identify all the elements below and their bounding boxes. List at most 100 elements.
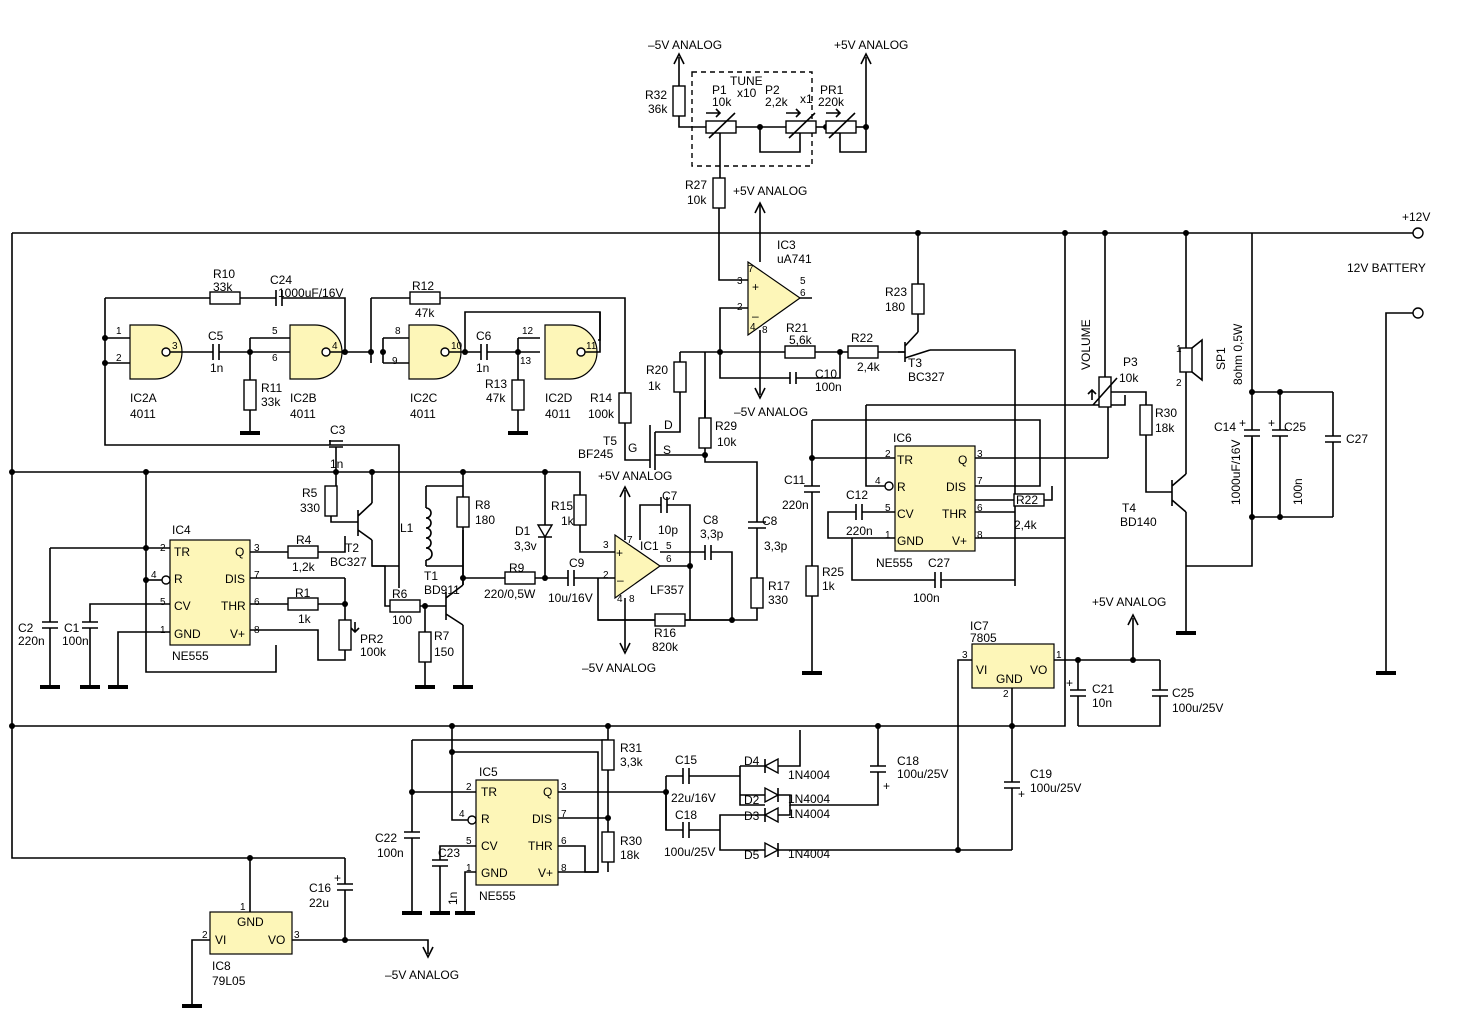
- IC6-pin4: 4: [875, 476, 881, 487]
- IC2B-pin6: 6: [272, 353, 278, 364]
- R16-value: 820k: [652, 640, 679, 654]
- C11-value: 100n: [815, 380, 842, 394]
- C25-label: C25: [1172, 686, 1194, 700]
- IC2A-pin1: 1: [116, 326, 122, 337]
- IC7-pin2: 2: [1003, 689, 1009, 700]
- R21-ref: R23: [885, 285, 907, 299]
- T4-symbol: [1171, 473, 1187, 513]
- IC7-vi: VI: [976, 663, 987, 677]
- IC8-body: [209, 911, 293, 955]
- IC4-dis: DIS: [225, 572, 245, 586]
- C7-value: 10p: [658, 523, 678, 537]
- IC1-pin4: 4: [617, 594, 623, 605]
- C9-ref: C9: [569, 556, 585, 570]
- C9-value: 10u/16V: [548, 591, 593, 605]
- D5-ref: D5: [744, 848, 760, 862]
- D5-value: 1N4004: [788, 847, 830, 861]
- IC5-vp: V+: [538, 866, 553, 880]
- t5-stage: R20 1k D S G T5 BF245 R29 10k C8 3,3p R1…: [578, 352, 790, 621]
- IC3-ref: IC3: [777, 238, 796, 252]
- C14-plus: +: [1239, 416, 1246, 430]
- C1-ref: C1: [64, 621, 80, 635]
- C19-value: 100u/25V: [1030, 781, 1081, 795]
- R32-ref: R32: [645, 88, 667, 102]
- R11-ref: R11: [261, 381, 282, 395]
- IC4-r: R: [174, 572, 183, 586]
- label-m5v-top: –5V ANALOG: [648, 38, 722, 52]
- C21-value: 100n: [377, 846, 404, 860]
- C13-value: 220n: [846, 524, 873, 538]
- C8-val: 3,3p: [700, 527, 724, 541]
- IC4-part: NE555: [172, 649, 209, 663]
- C24-plus: +: [1268, 416, 1275, 430]
- IC3-pin6: 6: [800, 288, 806, 299]
- R9-ref: R9: [509, 561, 525, 575]
- PR1-value: 220k: [818, 95, 845, 109]
- R21-value: 180: [885, 300, 905, 314]
- IC6-body: [894, 445, 976, 552]
- IC6-ref: IC6: [893, 431, 912, 445]
- R25: [1139, 404, 1153, 436]
- SP1: [1179, 347, 1193, 373]
- C17-value: 100u/25V: [664, 845, 715, 859]
- D2: [764, 786, 780, 804]
- IC1-pin5: 5: [666, 541, 672, 552]
- IC5-pin7: 7: [561, 809, 567, 820]
- D4: [763, 757, 779, 775]
- output-stage: VOLUME P3 10k R30 18k T4 BD140 1 2 SP1 8…: [1079, 230, 1368, 635]
- IC3-pin4: 4: [750, 322, 756, 333]
- IC1-ref: IC1: [640, 539, 659, 553]
- R27: [712, 177, 726, 209]
- label-m5v-ic3: –5V ANALOG: [734, 405, 808, 419]
- PR2-value: 100k: [360, 645, 387, 659]
- C20-ref: C21: [1092, 682, 1114, 696]
- tune-label: TUNE: [730, 74, 763, 88]
- R4-ref: R4: [296, 533, 312, 547]
- C18-label: C18: [897, 754, 919, 768]
- R31-value: 3,3k: [620, 755, 644, 769]
- IC6-q: Q: [958, 453, 967, 467]
- IC8-ref: IC8: [212, 959, 231, 973]
- T3-base: [898, 342, 906, 362]
- C18-plus: +: [883, 779, 890, 793]
- label-battery: 12V BATTERY: [1347, 261, 1426, 275]
- C16-ref: C16: [309, 881, 331, 895]
- IC5-tr: TR: [481, 785, 497, 799]
- R30-val: 18k: [620, 848, 640, 862]
- IC6-cv: CV: [897, 507, 914, 521]
- IC2A-ref: IC2A: [130, 391, 157, 405]
- IC5-pin4: 4: [459, 809, 465, 820]
- C22-value: 1n: [446, 892, 460, 905]
- IC2B-body: [289, 324, 343, 380]
- R14: [618, 392, 632, 424]
- IC2D-body: [544, 324, 598, 380]
- t3-stage: R23 180 T3 BC327: [885, 230, 1016, 586]
- R7-ref: R7: [434, 629, 450, 643]
- R17-value: 330: [768, 593, 788, 607]
- IC5-ref: IC5: [479, 765, 498, 779]
- rail-lower-wire: [12, 233, 1066, 727]
- IC2C-ref: IC2C: [410, 391, 438, 405]
- R13-value: 47k: [486, 391, 506, 405]
- tune-dashed-box: [691, 71, 813, 167]
- R8: [456, 496, 470, 528]
- L1-ref: L1: [400, 521, 414, 535]
- R10-ref: R10: [213, 267, 235, 281]
- R14-value: 100k: [588, 407, 615, 421]
- IC1-pin6: 6: [666, 554, 672, 565]
- SP1-ref: SP1: [1214, 347, 1228, 370]
- R20-value: 2,4k: [857, 360, 881, 374]
- T4-ref: T4: [1122, 501, 1136, 515]
- IC4-tr: TR: [174, 545, 190, 559]
- R13-ref: R13: [485, 377, 507, 391]
- IC8-vi: VI: [215, 933, 226, 947]
- IC4-gnd: GND: [174, 627, 201, 641]
- R6: [389, 599, 421, 613]
- C23-ref: C24: [270, 273, 292, 287]
- IC6-pin7: 7: [977, 476, 983, 487]
- R6-value: 100: [392, 613, 412, 627]
- R20-ref: R22: [851, 331, 873, 345]
- R19: [784, 345, 816, 359]
- R15-ref: R15: [551, 499, 573, 513]
- R15-value: 1k: [561, 514, 575, 528]
